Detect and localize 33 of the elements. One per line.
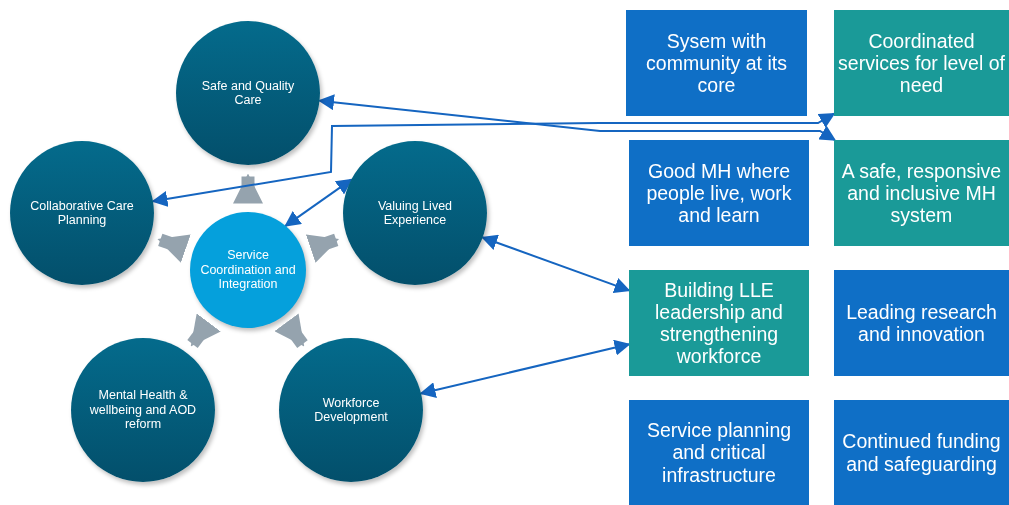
node-label: Collaborative Care Planning: [29, 198, 135, 228]
text-box: [834, 400, 1009, 505]
arrow: [151, 112, 836, 207]
node-label: A safe, responsive and inclusive MH system: [840, 159, 1003, 227]
node-label: Workforce Development: [313, 395, 389, 425]
block-arrow: [305, 233, 340, 263]
text-box: [629, 140, 809, 246]
arrow: [318, 94, 837, 141]
arrow: [284, 178, 353, 227]
node-label: Continued funding and safeguarding: [841, 430, 1002, 475]
node-label: Service Coordination and Integration: [199, 248, 297, 292]
node-label: Sysem with community at its core: [645, 29, 788, 97]
node-label: Leading research and innovation: [845, 300, 998, 346]
node-label: Mental Health & wellbeing and AOD reform: [89, 388, 197, 432]
text-box: [834, 10, 1009, 116]
block-arrow: [157, 233, 191, 263]
text-box: [629, 270, 809, 376]
arrow: [419, 339, 631, 398]
arrow: [481, 234, 631, 294]
text-box: [834, 270, 1009, 376]
node-label: Valuing Lived Experience: [376, 198, 454, 228]
node-label: Safe and Quality Care: [200, 78, 296, 108]
text-box: [626, 10, 807, 116]
node-label: Building LLE leadership and strengthening workforce: [654, 278, 784, 368]
block-arrow: [274, 313, 308, 348]
text-box: [834, 140, 1009, 246]
block-arrow: [187, 313, 221, 348]
circle-node: [190, 212, 306, 328]
node-label: Good MH where people live, work and learn: [645, 159, 793, 227]
text-box: [629, 400, 809, 505]
block-arrow: [233, 173, 263, 204]
node-label: Coordinated services for level of need: [838, 29, 1005, 97]
node-label: Service planning and critical infrastructure: [645, 419, 793, 486]
